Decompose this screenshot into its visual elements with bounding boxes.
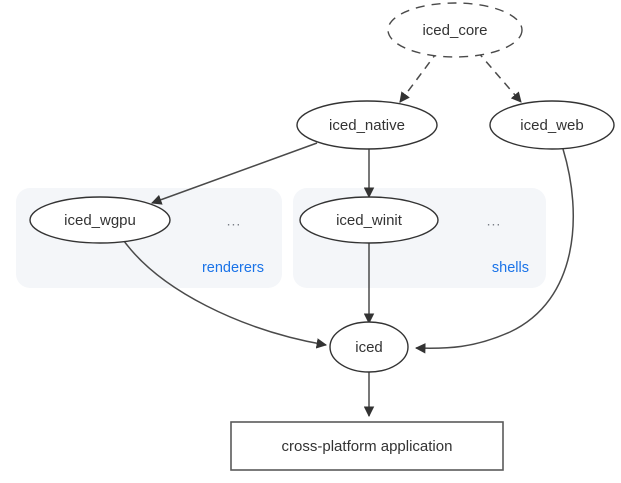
node-iced-wgpu-label: iced_wgpu: [64, 212, 136, 229]
node-iced-web-label: iced_web: [520, 117, 583, 134]
node-iced-core[interactable]: iced_core: [387, 2, 523, 58]
edge-iced-wgpu-to-iced: [123, 240, 328, 349]
group-shells-ellipsis: ...: [487, 213, 502, 229]
node-iced-native[interactable]: iced_native: [296, 100, 438, 150]
group-shells-label: shells: [492, 260, 529, 276]
edge-iced-core-to-iced-web: [476, 50, 522, 103]
node-iced-winit-shape: [299, 196, 439, 244]
node-cross-platform-application[interactable]: cross-platform application: [230, 421, 504, 471]
node-iced-native-shape: [296, 100, 438, 150]
edge-iced-core-to-iced-native: [399, 50, 439, 103]
node-cross-platform-application-label: cross-platform application: [282, 438, 453, 455]
node-iced[interactable]: iced: [329, 321, 409, 373]
group-renderers-ellipsis: ...: [227, 213, 242, 229]
node-iced-label: iced: [355, 339, 383, 356]
group-renderers-label: renderers: [202, 260, 264, 276]
node-iced-core-shape: [387, 2, 523, 58]
node-cross-platform-application-shape: [230, 421, 504, 471]
node-iced-web-shape: [489, 100, 615, 150]
node-iced-core-label: iced_core: [422, 22, 487, 39]
edge-iced-web-to-iced: [414, 148, 575, 354]
node-iced-wgpu-shape: [29, 196, 171, 244]
node-iced-native-label: iced_native: [329, 117, 405, 134]
node-iced-web[interactable]: iced_web: [489, 100, 615, 150]
node-iced-winit-label: iced_winit: [336, 212, 403, 229]
node-iced-winit[interactable]: iced_winit: [299, 196, 439, 244]
node-iced-wgpu[interactable]: iced_wgpu: [29, 196, 171, 244]
edge-iced-native-to-iced-wgpu: [151, 142, 318, 205]
node-iced-shape: [329, 321, 409, 373]
